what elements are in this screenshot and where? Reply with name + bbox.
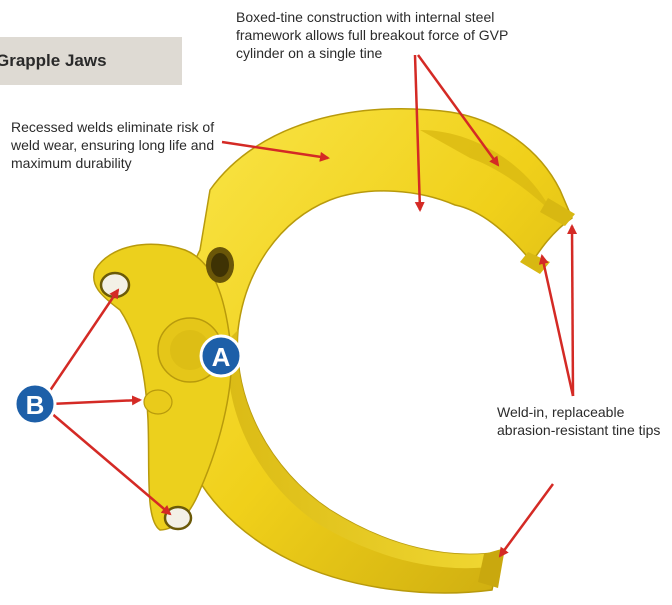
badge-b-label: B [26,390,45,420]
arrow-b-upper-hole [45,290,118,398]
badge-a: A [201,336,241,376]
badge-a-label: A [212,342,231,372]
arrow-tine-tip-upper [572,226,573,396]
badge-b: B [15,384,55,424]
arrow-tine-tip-middle [542,256,573,396]
arrow-b-lug [50,400,140,404]
arrow-tine-tip-lower [500,484,553,556]
jaw-body [94,109,575,593]
